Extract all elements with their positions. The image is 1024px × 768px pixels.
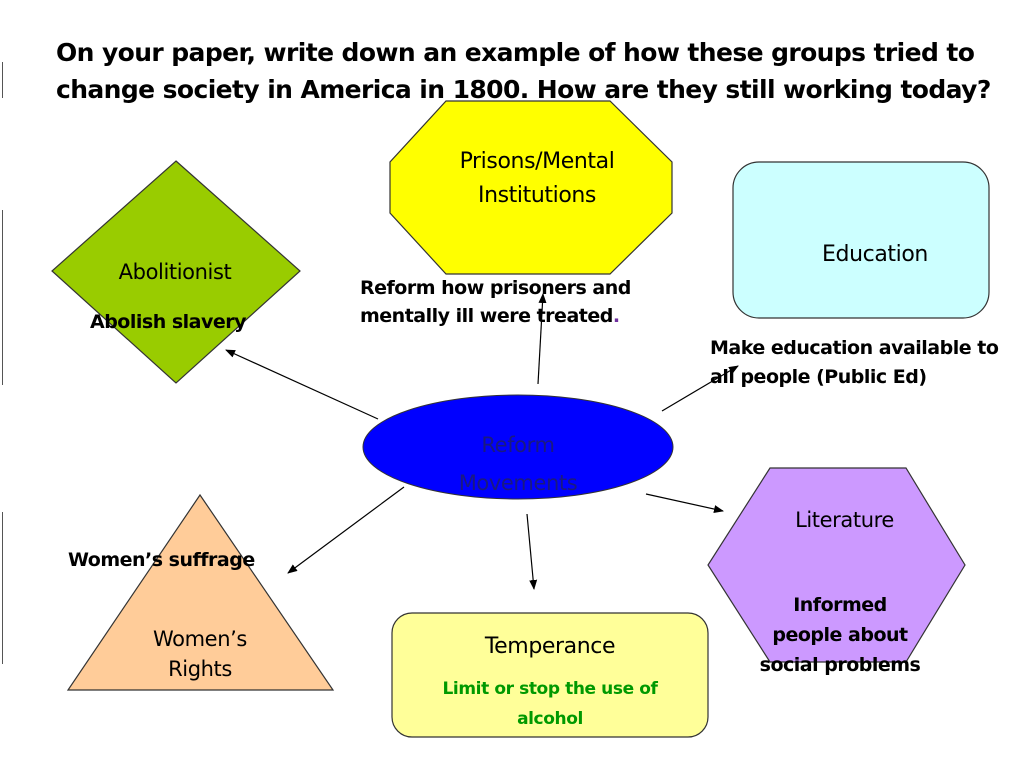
prisons-label: Prisons/Mental Institutions	[412, 145, 662, 213]
literature-note-line1: Informed	[793, 594, 887, 616]
education-note: Make education available to all people (…	[710, 337, 999, 388]
education-label: Education	[822, 242, 928, 267]
womens-rights-label: Women’s Rights	[100, 624, 300, 684]
literature-shape	[707, 467, 966, 663]
temperance-shape	[391, 612, 709, 738]
abolitionist-label: Abolitionist	[118, 260, 232, 284]
edge-mark	[2, 512, 3, 664]
temperance-note: Limit or stop the use of alcohol	[392, 674, 708, 734]
abolitionist-shape	[51, 160, 301, 384]
literature-note-line2: people about	[772, 624, 908, 646]
page-title: On your paper, write down an example of …	[56, 38, 991, 104]
reform-movements-shape	[362, 394, 674, 500]
temperance-note-line1: Limit or stop the use of	[442, 679, 658, 699]
prisons-note: Reform how prisoners and mentally ill we…	[360, 274, 660, 330]
arrow-to-abolitionist	[225, 349, 379, 420]
prisons-label-line2: Institutions	[477, 183, 596, 208]
literature-note: Informed people about social problems	[735, 590, 945, 680]
prisons-label-line1: Prisons/Mental	[459, 149, 615, 174]
temperance-label: Temperance	[484, 634, 616, 659]
arrow-to-temperance	[526, 513, 538, 590]
edge-mark	[2, 62, 3, 98]
abolitionist-note: Abolish slavery	[90, 311, 247, 333]
arrow-to-literature	[645, 493, 724, 513]
prisons-shape	[389, 100, 673, 275]
womens-rights-note: Women’s suffrage	[68, 549, 255, 571]
edge-mark	[2, 210, 3, 385]
reform-movements-label: Reform Movements	[420, 426, 616, 502]
womens-rights-shape	[66, 493, 335, 691]
arrow-to-womens-rights	[287, 486, 405, 574]
womens-rights-label-line1: Women’s	[153, 627, 247, 651]
education-shape	[732, 161, 990, 319]
arrow-to-prisons	[537, 293, 547, 385]
temperance-note-line2: alcohol	[517, 709, 583, 729]
prisons-note-punct: .	[612, 305, 620, 327]
center-label-line2: Movements	[458, 471, 578, 495]
literature-note-line3: social problems	[759, 654, 921, 676]
prisons-note-text: Reform how prisoners and mentally ill we…	[360, 277, 631, 327]
center-label-line1: Reform	[481, 433, 555, 457]
arrow-to-education	[661, 365, 739, 412]
literature-label: Literature	[795, 508, 894, 532]
womens-rights-label-line2: Rights	[168, 657, 232, 681]
